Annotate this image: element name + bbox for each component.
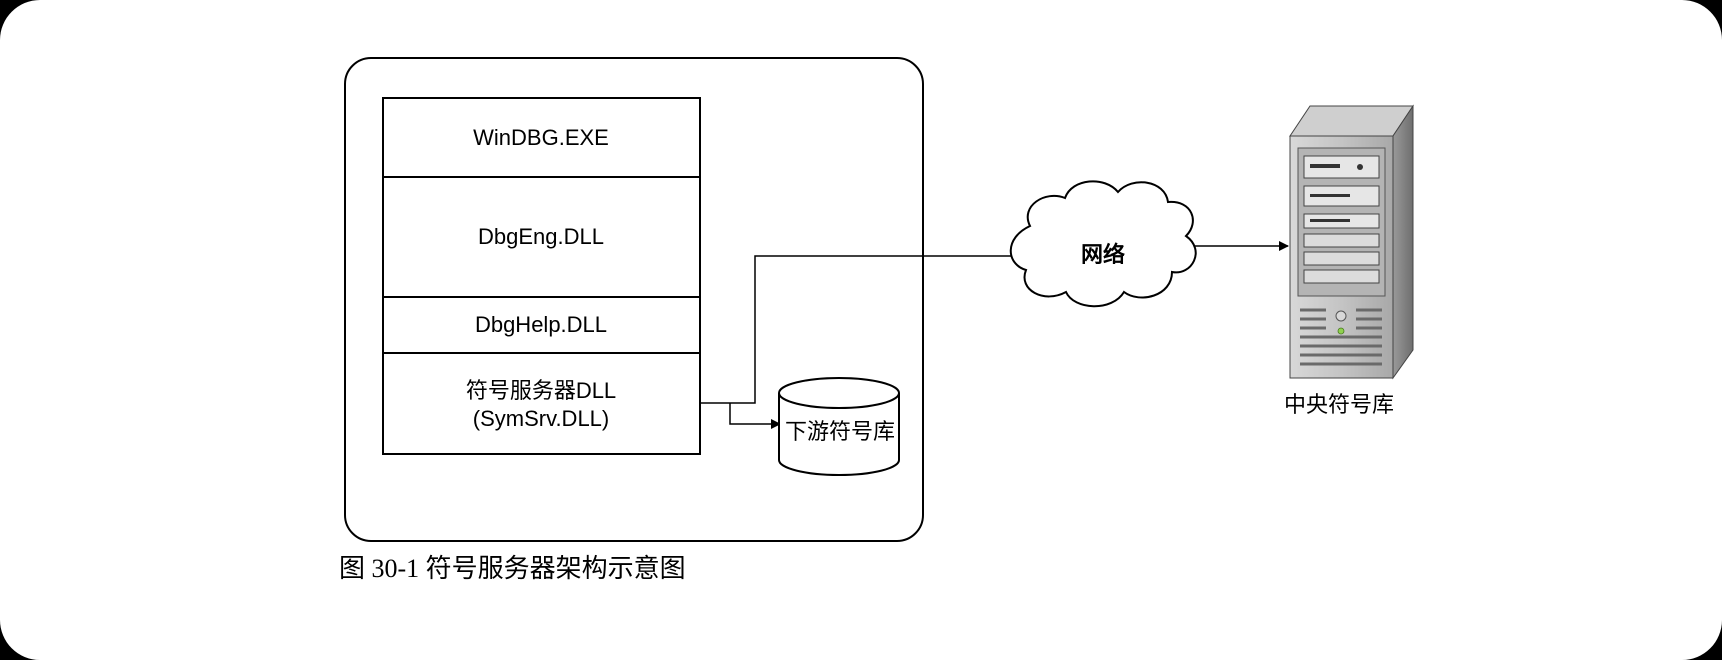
connector-to-network bbox=[700, 255, 1020, 404]
downstream-store-label: 下游符号库 bbox=[785, 419, 895, 444]
layer-symsrv-label-line2: (SymSrv.DLL) bbox=[473, 406, 610, 431]
layer-windbg-label: WinDBG.EXE bbox=[473, 125, 609, 150]
layer-stack: WinDBG.EXE DbgEng.DLL DbgHelp.DLL 符号服务器D… bbox=[382, 97, 701, 455]
connector-to-downstream bbox=[729, 403, 781, 429]
layer-dbgeng-label: DbgEng.DLL bbox=[478, 224, 604, 249]
network-cloud: 网络 bbox=[1009, 180, 1197, 308]
layer-symsrv-box bbox=[382, 352, 701, 455]
layer-dbghelp-label: DbgHelp.DLL bbox=[475, 312, 607, 337]
central-store-label: 中央符号库 bbox=[1284, 392, 1394, 417]
layer-symsrv-label-line1: 符号服务器DLL bbox=[466, 378, 616, 403]
server-tower-icon bbox=[1289, 104, 1414, 380]
layer-dbgeng-box bbox=[382, 176, 701, 298]
network-label: 网络 bbox=[1081, 242, 1125, 267]
figure-caption: 图 30-1 符号服务器架构示意图 bbox=[339, 554, 686, 583]
layer-dbghelp-box bbox=[382, 296, 701, 354]
downstream-store-cylinder: 下游符号库 bbox=[778, 377, 900, 476]
